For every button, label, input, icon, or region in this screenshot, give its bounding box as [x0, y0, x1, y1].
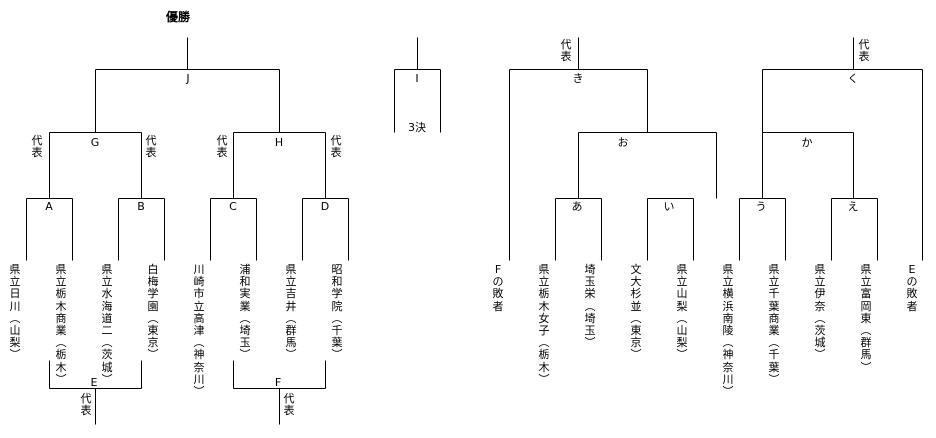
representative-marker: 代 表	[283, 392, 295, 418]
match-label-semi-2: H	[274, 136, 284, 149]
match-label-right1-final: き	[572, 72, 584, 85]
match-label-right1-quarter-1: あ	[571, 200, 583, 213]
match-label-quarter-3: C	[228, 200, 238, 213]
team-entry: 県 立 伊 奈 ︵ 茨 城 ︶	[814, 263, 826, 362]
team-entry: 県 立 栃 木 商 業 ︵ 栃 木 ︶	[55, 263, 67, 386]
team-entry: 川 崎 市 立 高 津 ︵ 神 奈 川 ︶	[193, 263, 205, 399]
team-entry: 県 立 千 葉 商 業 ︵ 千 葉 ︶	[768, 263, 780, 386]
third-place-caption: 3決	[400, 122, 434, 133]
match-label-final: J	[183, 73, 193, 84]
team-entry: 県 立 日 川 ︵ 山 梨 ︶	[9, 263, 21, 362]
representative-marker: 代 表	[216, 134, 228, 160]
team-entry: 県 立 富 岡 東 ︵ 群 馬 ︶	[860, 263, 872, 374]
team-entry: 浦 和 実 業 ︵ 埼 玉 ︶	[239, 263, 251, 362]
representative-marker: 代 表	[31, 134, 43, 160]
team-entry: 昭 和 学 院 ︵ 千 葉 ︶	[331, 263, 343, 362]
match-label-third-place: I	[412, 73, 422, 84]
representative-marker: 代 表	[80, 392, 92, 418]
team-entry: 白 梅 学 園 ︵ 東 京 ︶	[147, 263, 159, 362]
team-entry: 県 立 栃 木 女 子 ︵ 栃 木 ︶	[538, 263, 550, 386]
representative-marker: 代 表	[330, 134, 342, 160]
team-entry: E の 敗 者	[906, 263, 918, 313]
match-label-quarter-4: D	[320, 200, 330, 213]
team-entry: 県 立 横 浜 南 陵 ︵ 神 奈 川 ︶	[722, 263, 734, 399]
team-entry: 県 立 水 海 道 二 ︵ 茨 城 ︶	[101, 263, 113, 386]
team-entry: 埼 玉 栄 ︵ 埼 玉 ︶	[584, 263, 596, 350]
representative-marker: 代 表	[858, 38, 870, 64]
match-label-right1-semi: お	[617, 136, 629, 149]
match-label-repechage-1: E	[89, 376, 99, 389]
match-label-right2-final: く	[847, 72, 859, 85]
champion-title: 優勝	[166, 10, 191, 24]
representative-marker: 代 表	[145, 134, 157, 160]
representative-marker: 代 表	[560, 38, 572, 64]
match-label-quarter-1: A	[44, 200, 54, 213]
match-label-right2-quarter-1: う	[755, 200, 767, 213]
match-label-right2-quarter-2: え	[847, 200, 859, 213]
match-label-semi-1: G	[90, 136, 100, 149]
match-label-right2-semi: か	[801, 136, 813, 149]
team-entry: 県 立 吉 井 ︵ 群 馬 ︶	[285, 263, 297, 362]
team-entry: 文 大 杉 並 ︵ 東 京 ︶	[630, 263, 642, 362]
team-entry: F の 敗 者	[492, 263, 504, 313]
team-entry: 県 立 山 梨 ︵ 山 梨 ︶	[676, 263, 688, 362]
match-label-repechage-2: F	[273, 376, 283, 389]
match-label-right1-quarter-2: い	[663, 200, 675, 213]
match-label-quarter-2: B	[136, 200, 146, 213]
